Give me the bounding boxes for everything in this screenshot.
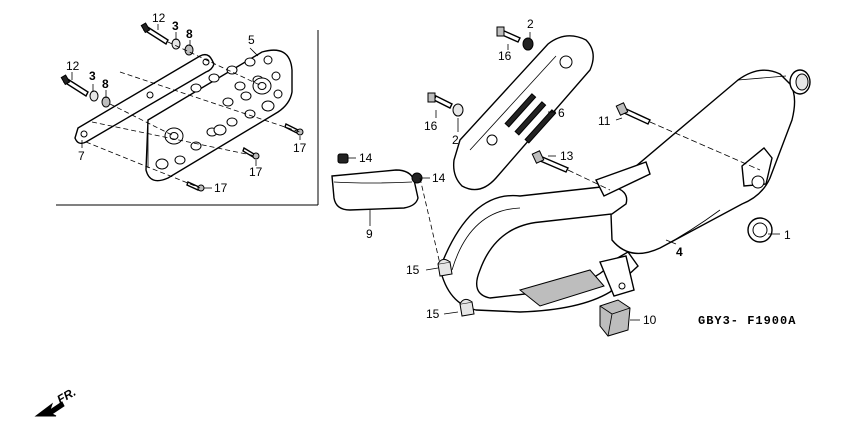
muffler-bracket [595, 147, 773, 297]
main-assembly-lines [419, 121, 761, 265]
front-arrow-icon [34, 401, 65, 417]
label-15-upper: 15 [406, 263, 420, 277]
bolt-13 [531, 150, 569, 173]
washer-2-upper [522, 37, 534, 51]
front-direction-indicator: FR. [34, 385, 79, 417]
bolt-16-lower [427, 92, 453, 109]
part-9-heat-shield [331, 169, 419, 211]
inset-assembly-lines [85, 41, 301, 189]
label-5: 5 [248, 33, 255, 47]
nut-8-lower [101, 96, 111, 108]
label-10: 10 [643, 313, 657, 327]
label-1: 1 [784, 228, 791, 242]
label-17-c: 17 [214, 181, 228, 195]
label-12-upper: 12 [152, 11, 166, 25]
part-1-gasket [747, 217, 773, 243]
part-5-side-cover [145, 49, 293, 182]
label-11: 11 [598, 114, 611, 128]
diagram-code: GBY3- F1900A [698, 314, 796, 328]
part-7-bracket [74, 53, 215, 145]
label-8-lower: 8 [102, 77, 109, 91]
cap-nut-15-upper [437, 258, 453, 277]
bolt-11 [615, 102, 651, 125]
label-4: 4 [676, 245, 683, 259]
part-6-protector [452, 35, 594, 191]
label-6: 6 [558, 106, 565, 120]
washer-2-lower [452, 103, 464, 117]
bolt-12-upper [140, 22, 169, 46]
label-12-lower: 12 [66, 59, 80, 73]
exhaust-pipe [439, 185, 639, 313]
screw-17-a [284, 123, 304, 136]
label-2-upper: 2 [527, 17, 534, 31]
label-8-upper: 8 [186, 27, 193, 41]
part-labels: 12 3 8 5 12 3 8 7 17 17 17 14 14 9 2 16 … [66, 11, 791, 327]
label-7: 7 [78, 149, 85, 163]
label-17-b: 17 [249, 165, 263, 179]
label-14-left: 14 [359, 151, 373, 165]
label-3-upper: 3 [172, 19, 179, 33]
bolt-16-upper [496, 26, 521, 43]
collar-3-upper [171, 38, 181, 50]
label-15-lower: 15 [426, 307, 440, 321]
label-16-lower: 16 [424, 119, 438, 133]
label-16-upper: 16 [498, 49, 512, 63]
label-2-lower: 2 [452, 133, 459, 147]
collar-3-lower [89, 90, 99, 102]
part-10-rubber [599, 299, 631, 337]
label-9: 9 [366, 227, 373, 241]
label-14-right: 14 [432, 171, 446, 185]
label-17-a: 17 [293, 141, 307, 155]
cap-nut-15-lower [459, 298, 475, 317]
bolt-12-lower [60, 74, 89, 98]
label-3-lower: 3 [89, 69, 96, 83]
leader-lines [71, 24, 780, 321]
label-13: 13 [560, 149, 574, 163]
front-label: FR. [55, 385, 79, 407]
cap-nut-14-left [337, 153, 349, 164]
part-4-muffler [609, 69, 811, 255]
screw-17-c [186, 181, 205, 192]
inset-box [56, 30, 319, 206]
